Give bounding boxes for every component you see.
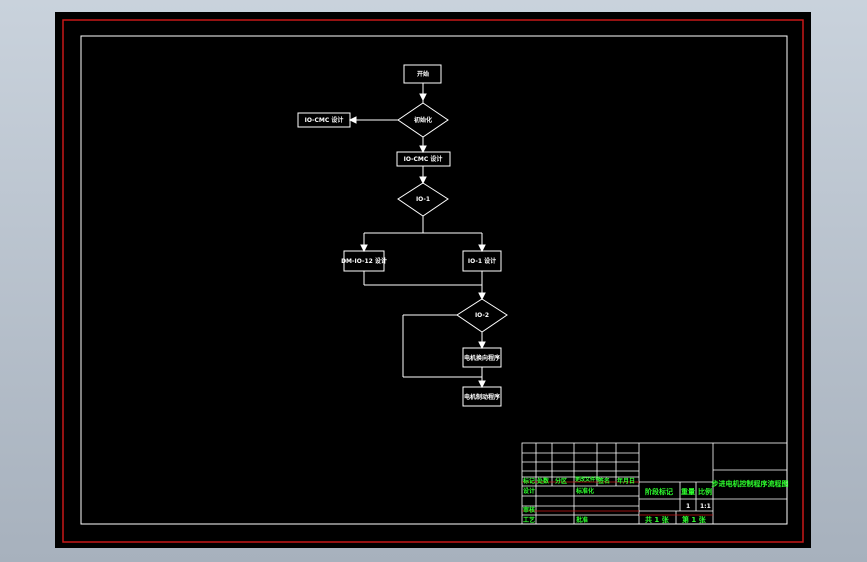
stage-label: 阶段标记 <box>645 487 673 496</box>
tb-r1c1: 标记 <box>522 477 535 485</box>
tb-r2c1: 设计 <box>523 487 535 495</box>
decision-2-label: IO-1 <box>416 196 430 203</box>
decision-3-label: IO-2 <box>475 312 489 319</box>
tb-r4c4: 批准 <box>576 516 588 524</box>
flowchart <box>297 64 508 407</box>
inner-white-frame <box>80 35 788 525</box>
sheets-total: 共 1 张 <box>645 515 670 524</box>
left-box[interactable] <box>297 112 351 128</box>
tb-r1c2: 处数 <box>536 477 550 485</box>
scale-label: 比例 <box>698 487 712 496</box>
weight-label: 重量 <box>681 487 695 496</box>
sheet-no: 第 1 张 <box>682 515 707 524</box>
left-box-label: IO-CMC 设计 <box>305 116 344 124</box>
drawing-title: 步进电机控制程序流程图 <box>712 479 789 488</box>
drawing-sheet: 开始 初始化 IO-CMC 设计 IO-CMC 设计 IO-1 DM-IO-12… <box>55 12 811 548</box>
tb-r3c1: 审核 <box>523 506 535 514</box>
tb-r1c6: 年月日 <box>617 477 635 485</box>
box-5[interactable] <box>462 386 502 407</box>
box-2-label: IO-CMC 设计 <box>404 155 443 163</box>
tb-r1c5: 签名 <box>597 477 610 485</box>
box-right-3-label: IO-1 设计 <box>468 257 496 265</box>
box-4-label: 电机换向程序 <box>464 354 500 362</box>
tb-r2c4: 标准化 <box>575 487 594 495</box>
box-left-3-label: DM-IO-12 设计 <box>341 257 387 265</box>
decision-1-label: 初始化 <box>414 116 432 124</box>
cad-drawing: 开始 初始化 IO-CMC 设计 IO-CMC 设计 IO-1 DM-IO-12… <box>62 19 804 543</box>
scale-value: 1:1 <box>700 503 711 510</box>
outer-red-frame <box>62 19 804 543</box>
tb-r1c3: 分区 <box>555 477 567 485</box>
title-block <box>521 442 788 525</box>
tb-r1c4: 更改文件号 <box>575 476 600 483</box>
tb-r4c1: 工艺 <box>523 516 535 524</box>
start-label: 开始 <box>417 70 429 78</box>
weight-value: 1 <box>686 503 690 510</box>
box-5-label: 电机制动程序 <box>464 393 500 401</box>
